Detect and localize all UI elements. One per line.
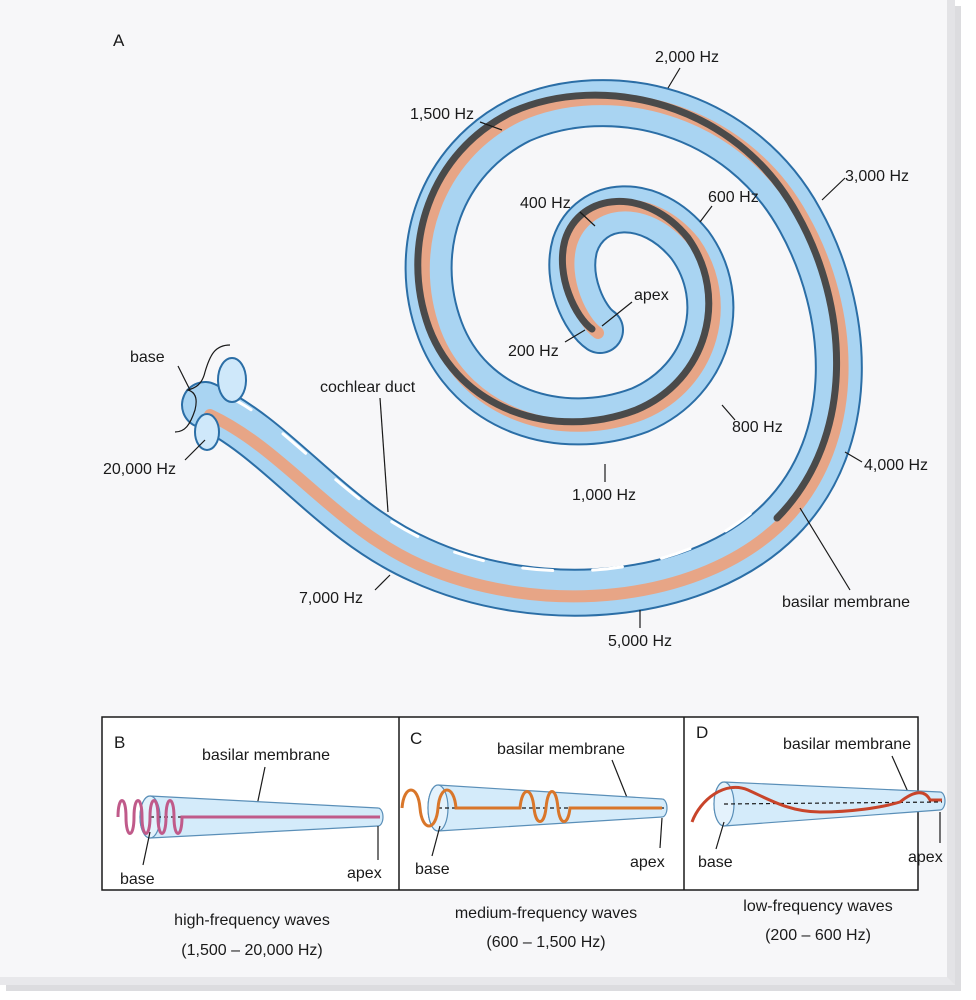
panel-b-letter: B: [114, 733, 125, 752]
label-base: base: [130, 349, 165, 366]
captions: high-frequency waves (1,500 – 20,000 Hz)…: [174, 898, 893, 959]
panel-c-letter: C: [410, 729, 422, 748]
label-1500-hz: 1,500 Hz: [410, 106, 474, 123]
leader-400-hz: [579, 211, 596, 227]
label-cochlear-duct: cochlear duct: [320, 379, 416, 396]
label-apex: apex: [634, 287, 669, 304]
leader-800-hz: [721, 404, 736, 421]
panel-d-membrane-line: [723, 801, 943, 805]
leader-7000-hz: [374, 574, 391, 591]
panel-b-membrane-label: basilar membrane: [202, 747, 330, 764]
panel-d-apex-label: apex: [908, 849, 943, 866]
panel-d-base-leader: [715, 821, 725, 850]
label-1000-hz: 1,000 Hz: [572, 487, 636, 504]
panel-c-wave: [400, 788, 662, 828]
label-400-hz: 400 Hz: [520, 195, 571, 212]
leader-1500-hz: [479, 121, 503, 131]
leader-basilar-membrane: [799, 507, 851, 591]
panel-c-base-leader: [431, 825, 441, 857]
panel-c-caption-line1: medium-frequency waves: [455, 905, 637, 922]
label-basilar-membrane: basilar membrane: [782, 594, 910, 611]
panel-c-membrane-leader: [611, 759, 629, 801]
basilar-membrane-band: [414, 91, 841, 522]
leader-4000-hz: [844, 451, 863, 463]
panel-d-wave: [690, 785, 942, 823]
base-leader: [177, 365, 191, 391]
panel-b: B basilar membrane base apex: [114, 733, 384, 888]
leader-600-hz: [699, 205, 713, 223]
label-3000-hz: 3,000 Hz: [845, 168, 909, 185]
tube-highlight: [223, 393, 762, 573]
label-2000-hz: 2,000 Hz: [655, 49, 719, 66]
panel-b-wave: [116, 799, 380, 835]
leader-3000-hz: [821, 177, 846, 201]
base-opening-lower: [194, 413, 220, 451]
panel-b-base-leader: [142, 831, 151, 866]
panel-a-letter: A: [113, 31, 125, 50]
panel-row: B basilar membrane base apex C basilar m…: [101, 716, 946, 891]
panel-b-caption-line2: (1,500 – 20,000 Hz): [181, 942, 322, 959]
panel-c-base-label: base: [415, 861, 450, 878]
leader-200-hz: [564, 329, 586, 343]
panel-c-apex-label: apex: [630, 854, 665, 871]
base-brace: [174, 344, 231, 433]
panel-b-apex-label: apex: [347, 865, 382, 882]
label-600-hz: 600 Hz: [708, 189, 759, 206]
panel-c-caption-line2: (600 – 1,500 Hz): [486, 934, 605, 951]
leader-20000-hz: [184, 439, 206, 461]
leader-2000-hz: [667, 67, 681, 89]
panel-d-membrane-label: basilar membrane: [783, 736, 911, 753]
panel-d-base-label: base: [698, 854, 733, 871]
panel-b-caption-line1: high-frequency waves: [174, 912, 330, 929]
panel-b-base-label: base: [120, 871, 155, 888]
panel-d-caption-line2: (200 – 600 Hz): [765, 927, 871, 944]
label-4000-hz: 4,000 Hz: [864, 457, 928, 474]
label-200-hz: 200 Hz: [508, 343, 559, 360]
panel-d: D basilar membrane base apex: [690, 723, 946, 871]
base-opening-upper: [217, 357, 247, 403]
label-7000-hz: 7,000 Hz: [299, 590, 363, 607]
label-20000-hz: 20,000 Hz: [103, 461, 176, 478]
panel-c-membrane-label: basilar membrane: [497, 741, 625, 758]
panel-a: A base 20,000 Hz cochlear duct 7,000 Hz: [103, 31, 928, 650]
panel-c-apex-leader: [659, 817, 663, 849]
leader-cochlear-duct: [379, 397, 389, 513]
label-5000-hz: 5,000 Hz: [608, 633, 672, 650]
panel-c: C basilar membrane base apex: [400, 729, 668, 878]
panel-d-caption-line1: low-frequency waves: [743, 898, 892, 915]
panel-d-letter: D: [696, 723, 708, 742]
leader-apex: [601, 301, 633, 327]
panel-d-membrane-leader: [891, 755, 909, 793]
label-800-hz: 800 Hz: [732, 419, 783, 436]
